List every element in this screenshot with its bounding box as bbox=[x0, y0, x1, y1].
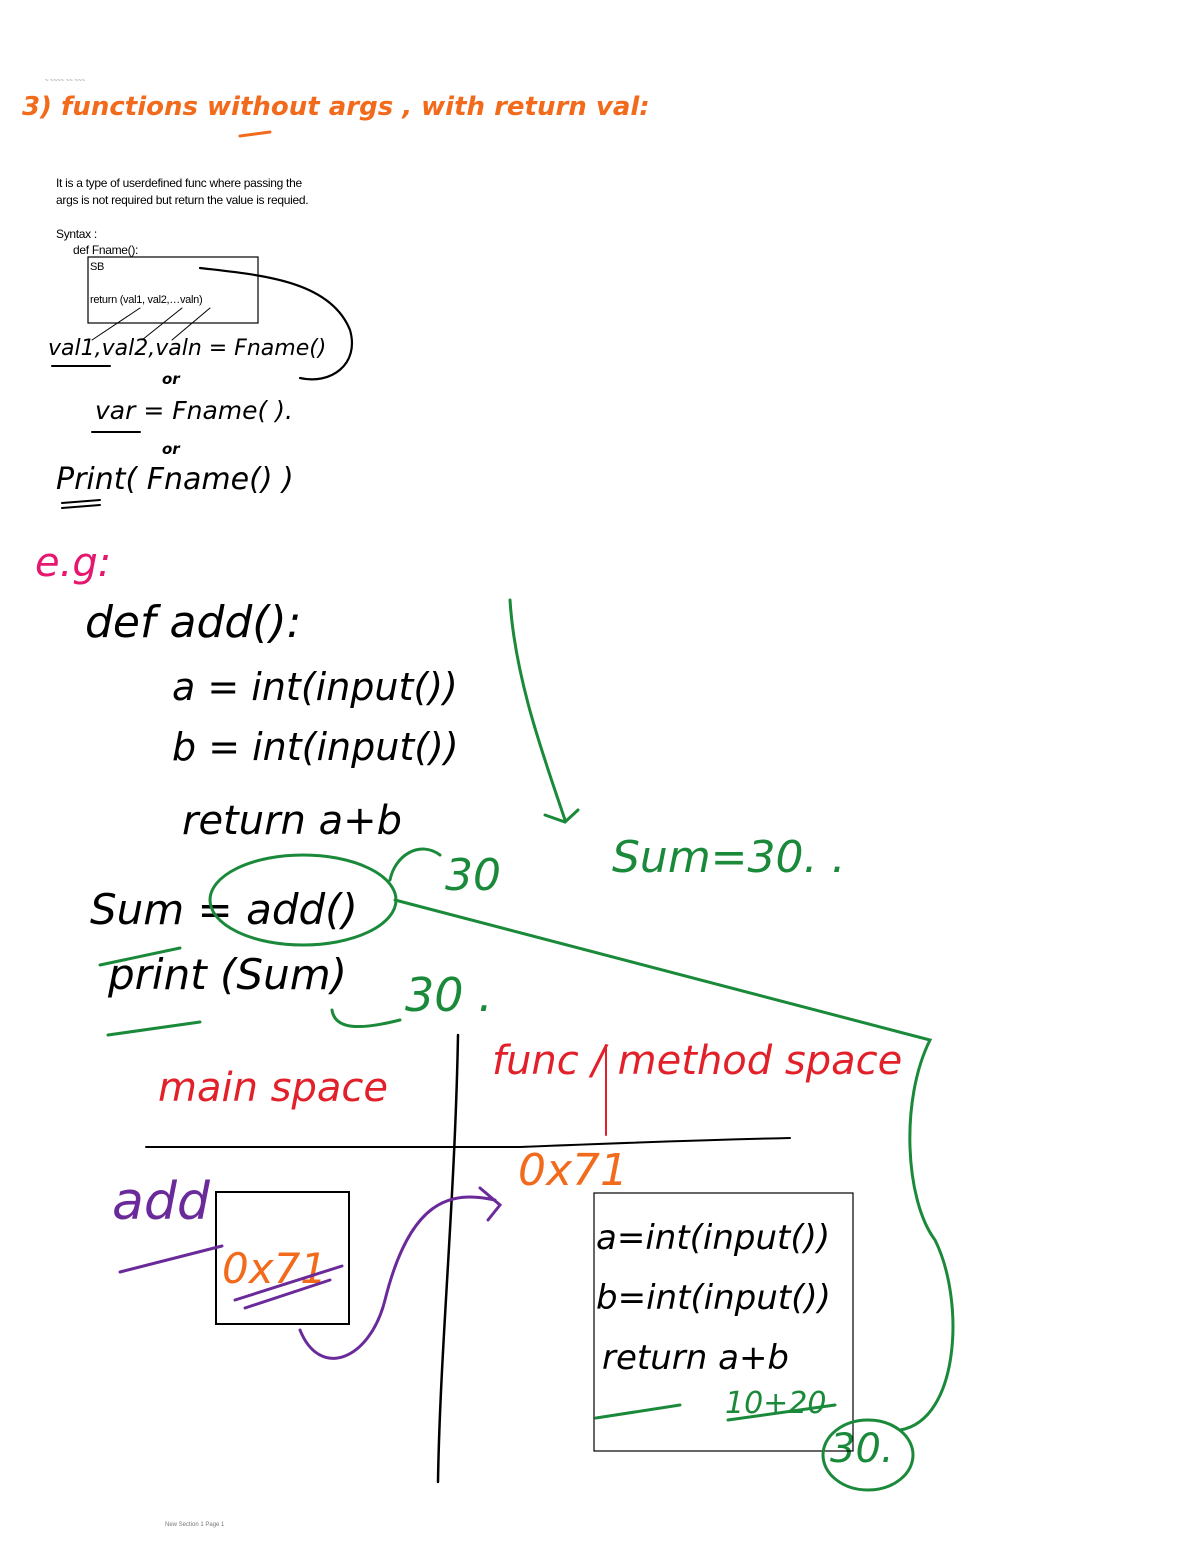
syntax-sb: SB bbox=[90, 261, 105, 273]
divider-horizontal bbox=[145, 1137, 791, 1148]
syntax-def: def Fname(): bbox=[73, 243, 139, 257]
func-space-box bbox=[593, 1192, 854, 1452]
func-space-label: func / method space bbox=[492, 1038, 903, 1084]
example-result-30: 30 bbox=[445, 850, 501, 901]
result-circle bbox=[821, 1418, 915, 1492]
syntax-var: var = Fname( ). bbox=[95, 396, 293, 425]
green-underlines bbox=[98, 946, 837, 1422]
example-sum: Sum = add() bbox=[90, 885, 358, 934]
example-print: print (Sum) bbox=[108, 950, 347, 999]
example-b: b = int(input()) bbox=[172, 725, 459, 769]
title-underline bbox=[238, 130, 272, 138]
page-timestamp: ~ ~~~~ ~~ ~~~ bbox=[45, 78, 86, 84]
example-output-30: 30 . bbox=[405, 968, 493, 1022]
syntax-print: Print( Fname() ) bbox=[56, 462, 294, 497]
flow-arrow-down bbox=[508, 598, 580, 824]
return-flow-line bbox=[388, 847, 955, 1432]
divider-vertical bbox=[436, 1033, 460, 1484]
example-def: def add(): bbox=[85, 597, 302, 648]
description-line-2: args is not required but return the valu… bbox=[56, 193, 309, 207]
add-call-circle bbox=[208, 853, 398, 947]
main-address: 0x71 bbox=[222, 1244, 328, 1293]
func-body-a: a=int(input()) bbox=[596, 1218, 831, 1258]
syntax-arrow bbox=[198, 266, 353, 381]
main-space-label: main space bbox=[158, 1065, 388, 1111]
func-address: 0x71 bbox=[518, 1145, 629, 1196]
page-footer: New Section 1 Page 1 bbox=[165, 1522, 225, 1528]
syntax-or-1: or bbox=[162, 370, 180, 388]
description-line-1: It is a type of userdefined func where p… bbox=[56, 176, 302, 190]
syntax-return: return (val1, val2,…valn) bbox=[90, 294, 203, 306]
example-label: e.g: bbox=[35, 540, 112, 586]
syntax-or-2: or bbox=[162, 440, 180, 458]
syntax-label: Syntax : bbox=[56, 227, 97, 241]
func-result: 30. bbox=[830, 1426, 894, 1472]
purple-underlines bbox=[118, 1244, 344, 1310]
syntax-underlines bbox=[51, 365, 141, 509]
func-body-return: return a+b bbox=[602, 1338, 790, 1378]
page-title: 3) functions without args , with return … bbox=[22, 92, 650, 122]
example-return: return a+b bbox=[182, 798, 403, 844]
main-space-box bbox=[215, 1191, 350, 1325]
syntax-box bbox=[87, 256, 259, 324]
example-sum-note: Sum=30. . bbox=[612, 832, 846, 883]
syntax-return-arrows bbox=[91, 307, 211, 341]
syntax-assign: val1,val2,valn = Fname() bbox=[48, 336, 327, 361]
address-link-arrow bbox=[298, 1186, 503, 1360]
add-label: add bbox=[112, 1172, 210, 1232]
func-body-b: b=int(input()) bbox=[596, 1278, 831, 1318]
example-a: a = int(input()) bbox=[172, 665, 458, 709]
func-calc: 10+20 bbox=[725, 1386, 827, 1421]
